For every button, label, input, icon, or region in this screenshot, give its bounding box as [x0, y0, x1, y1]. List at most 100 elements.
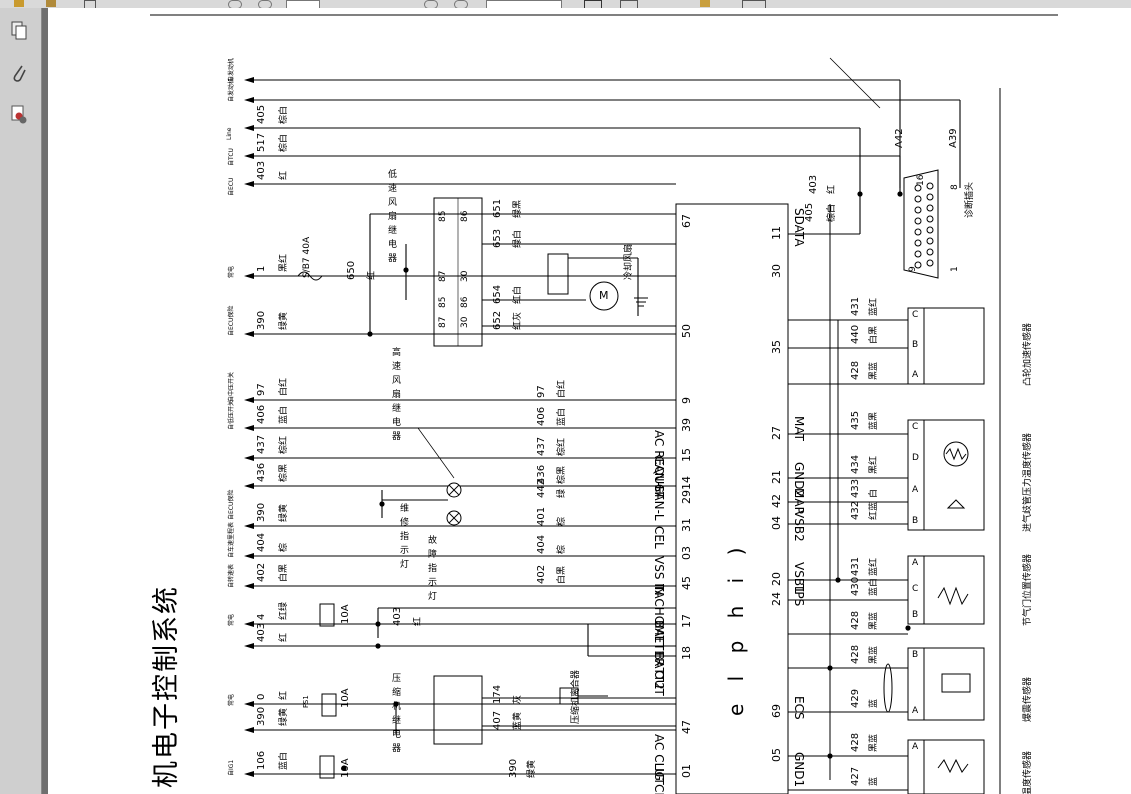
manufacturer-caption: e l p h i ) — [724, 539, 748, 716]
fault-lamp-icon-cross — [448, 512, 460, 524]
junction-dot — [379, 501, 385, 507]
sensor-wire-code: 430 — [850, 576, 861, 596]
diag-wire-code: 405 — [804, 202, 815, 222]
wire-403-code: 403 — [392, 606, 403, 626]
shield-icon — [883, 663, 893, 713]
fs1-fuse-icon — [321, 693, 337, 717]
mid-wire-code: 401 — [536, 506, 547, 526]
diag-pin — [926, 215, 934, 223]
ecu-pin-right: 20 — [770, 572, 783, 586]
terminal-label: 自发动机 — [228, 77, 235, 102]
sensor-pin-strip — [907, 647, 925, 721]
thermistor-icon — [945, 447, 967, 461]
next-page-button[interactable] — [258, 0, 272, 8]
wire-code: 390 — [256, 706, 267, 726]
tps-resistor-icon — [937, 586, 969, 606]
ig-fuse-icon — [319, 755, 335, 779]
sensor-wire-code: 432 — [850, 500, 861, 520]
relay-wire-color: 蓝黄 — [513, 711, 523, 730]
relay-wire-color: 绿白 — [513, 229, 523, 248]
fuse-wire-color: 红 — [367, 270, 377, 280]
relay-wire-code: 653 — [492, 228, 503, 248]
diag-pin-label: 16 — [916, 174, 926, 186]
mid-wire-color: 白黑 — [557, 565, 567, 584]
sensor-wire-color: 蓝 — [869, 776, 879, 786]
relay-pin-label: 87 — [438, 316, 448, 328]
terminal-arrow-icon — [244, 331, 254, 337]
ecu-pin-left: 45 — [680, 576, 693, 590]
page-number-input[interactable] — [286, 0, 320, 8]
terminal-label: 常电 — [228, 693, 235, 706]
zoom-in-button[interactable] — [454, 0, 468, 8]
sensor-wire-code: 428 — [850, 610, 861, 630]
sensor-pin-label: A — [912, 706, 919, 716]
copy-icon[interactable] — [84, 0, 96, 8]
save-icon[interactable] — [14, 0, 24, 7]
ecu-pin-left: 29 — [680, 490, 693, 504]
terminal-arrow-icon — [244, 621, 254, 627]
fit-page-button[interactable] — [584, 0, 602, 8]
print-icon[interactable] — [46, 0, 56, 7]
wire-color: 白黑 — [279, 563, 289, 582]
diag-pin — [926, 204, 934, 212]
ecu-pin-left: 17 — [680, 614, 693, 628]
zoom-out-button[interactable] — [424, 0, 438, 8]
terminal-label: 自低压开关 — [228, 399, 235, 430]
low-fan-relay-label: 低速风扇继电器 — [388, 170, 398, 264]
properties-icon[interactable] — [8, 104, 30, 126]
lamp-dashed-leader — [417, 427, 455, 479]
sensor-pin-label: A — [912, 742, 919, 752]
ecu-signal-right: GND1 — [792, 752, 806, 788]
wire-color: 红 — [279, 690, 289, 700]
fit-width-button[interactable] — [620, 0, 638, 8]
relay-pin-label: 85 — [438, 210, 448, 222]
terminal-arrow-icon — [244, 643, 254, 649]
sensor-pin-label: C — [912, 584, 919, 594]
ecu-signal-left: BATT2 — [652, 652, 666, 690]
fs1-amp: 10A — [340, 688, 351, 708]
sensor-wire-color: 蓝白 — [869, 577, 879, 596]
mid-wire-color: 棕 — [557, 516, 567, 526]
mid-wire-color: 绿 — [557, 488, 567, 498]
wire-color: 棕黑 — [279, 463, 289, 482]
diag-pin — [914, 261, 922, 269]
sensor-pin-label: B — [912, 516, 919, 526]
terminal-label: 自ECU保险 — [228, 489, 235, 520]
relay-wire-color: 灰 — [513, 694, 523, 704]
wire-color: 红绿 — [279, 601, 289, 620]
wire-code: 405 — [256, 104, 267, 124]
sensor-wire-code: 433 — [850, 478, 861, 498]
diag-connector-label: 诊断插头 — [965, 181, 975, 218]
diag-pin — [914, 250, 922, 258]
junction-dot — [827, 665, 833, 671]
pages-icon[interactable] — [8, 20, 30, 42]
fuse-sb7-label: S/B7 40A — [302, 236, 312, 278]
prev-page-button[interactable] — [228, 0, 242, 8]
terminal-label: 自IG1 — [228, 759, 235, 776]
terminal-label: Line — [226, 127, 233, 140]
wire-color: 红 — [279, 170, 289, 180]
wire-color: 黑红 — [279, 253, 289, 272]
mid-wire-color: 棕红 — [557, 437, 567, 456]
mid-wire-code: 402 — [536, 564, 547, 584]
sensor-wire-color: 黑蓝 — [869, 645, 879, 664]
ecu-pin-right: 24 — [770, 592, 783, 606]
relay-pin-label: 87 — [438, 270, 448, 282]
wire-code: 106 — [256, 750, 267, 770]
ecu-pin-left: 03 — [680, 546, 693, 560]
comment-icon[interactable] — [742, 0, 766, 8]
tool-icon[interactable] — [700, 0, 710, 7]
sensor-box-3 — [907, 555, 985, 625]
junction-dot — [857, 191, 863, 197]
terminal-label: 自ECU — [228, 177, 235, 196]
diag-pin — [926, 182, 934, 190]
zoom-input[interactable] — [486, 0, 562, 8]
relay-pin-label: 86 — [460, 296, 470, 308]
diag-pin — [914, 206, 922, 214]
sensor-wire-code: 431 — [850, 296, 861, 316]
attachment-icon[interactable] — [8, 62, 30, 84]
document-page: 机电子控制系统 e l p h i ) 压缩机离合器 冷却风扇 诊断插头 A42… — [48, 8, 1131, 794]
wire-color: 蓝白 — [279, 405, 289, 424]
sensor-name-label: 进气歧管压力温度传感器 — [1023, 432, 1033, 532]
panel-splitter[interactable] — [42, 8, 48, 794]
